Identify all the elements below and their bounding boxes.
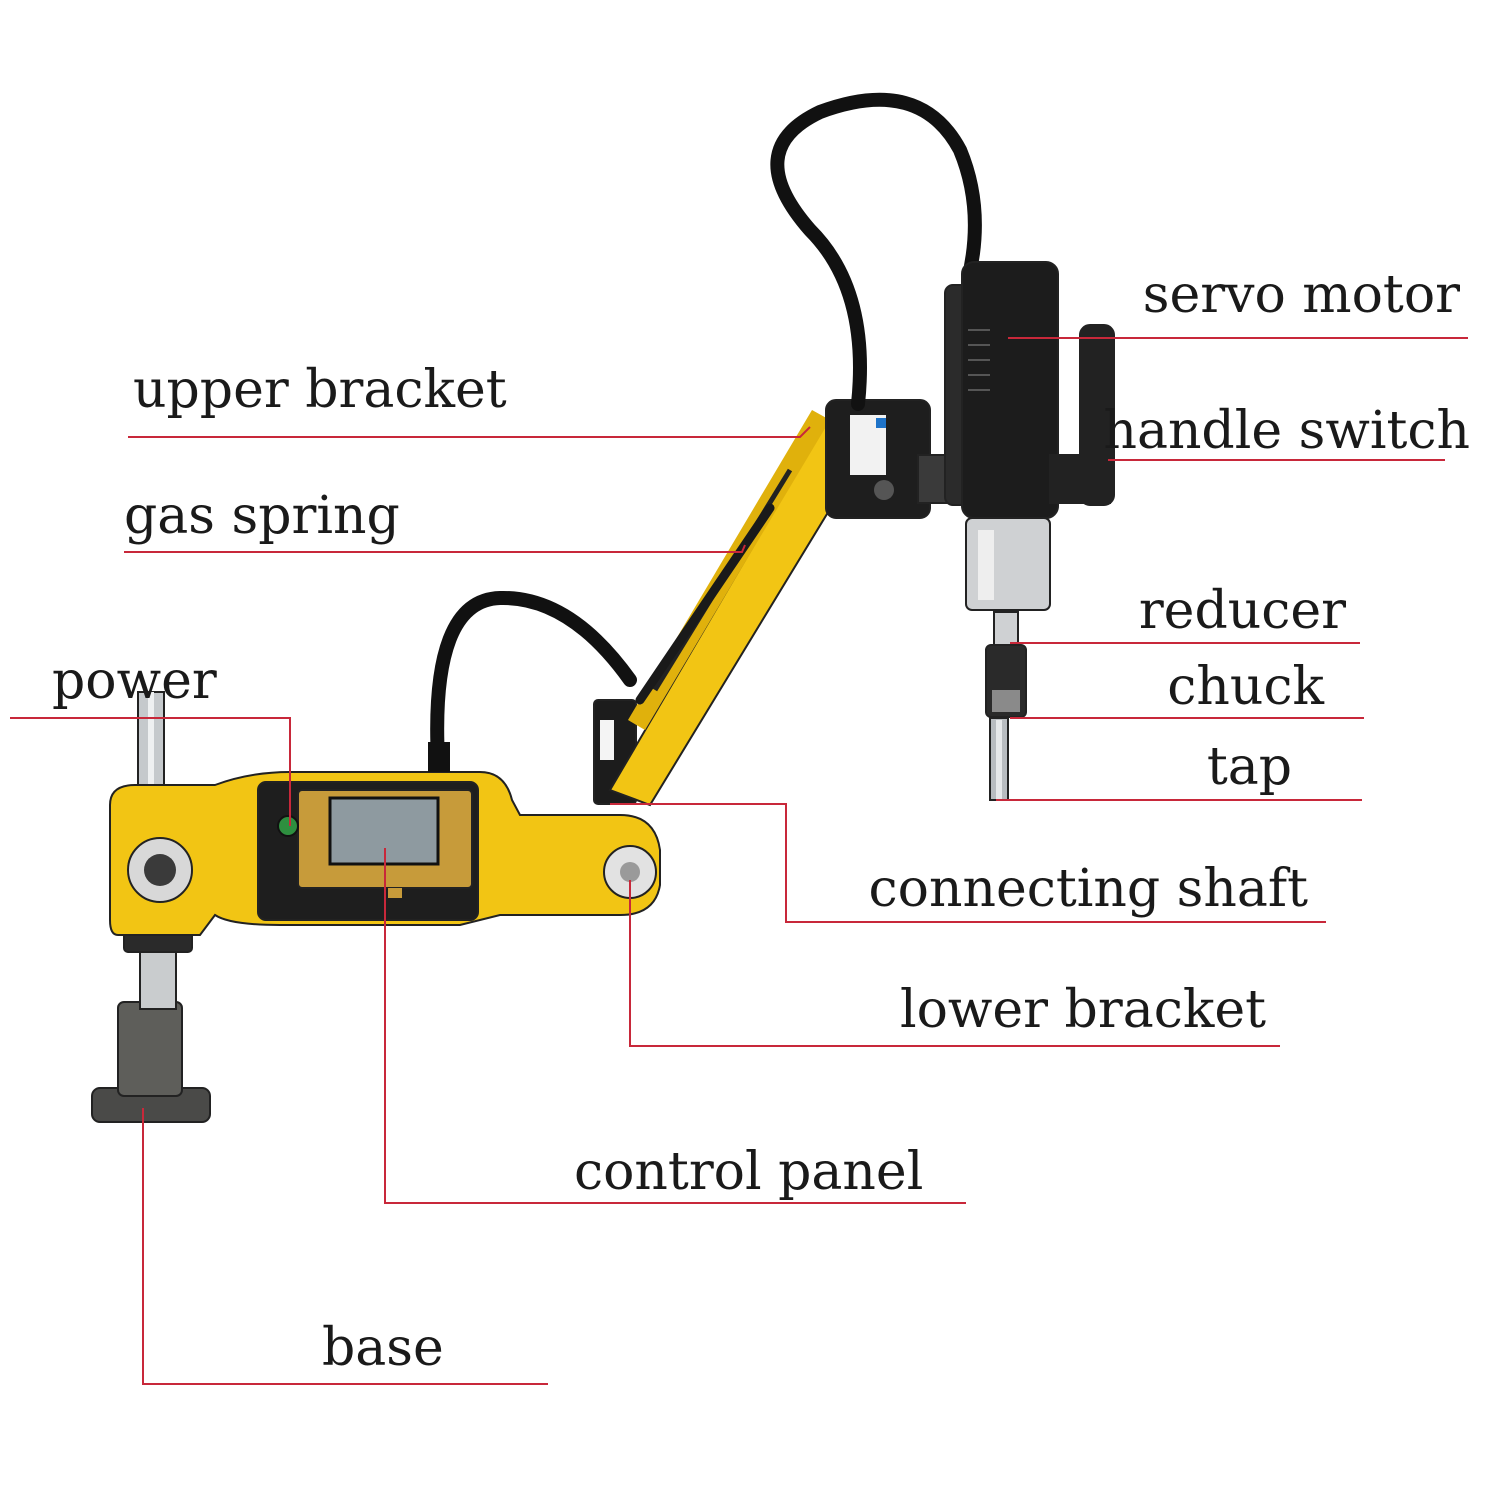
label-lower-bracket: lower bracket: [900, 980, 1266, 1040]
upper-cable: [770, 92, 982, 411]
base-foot: [91, 929, 211, 1123]
leader-base: [142, 1108, 548, 1385]
label-chuck: chuck: [1167, 657, 1324, 717]
label-control-panel: control panel: [574, 1142, 923, 1202]
leader-gas-spring: [124, 544, 746, 553]
label-upper-bracket: upper bracket: [133, 360, 507, 420]
label-handle-switch: handle switch: [1103, 401, 1470, 461]
label-tap: tap: [1207, 737, 1292, 797]
machine-illustration: [91, 92, 1115, 1123]
leader-control-panel: [384, 848, 966, 1204]
leader-upper-bracket: [128, 426, 811, 438]
labels: servo motor upper bracket handle switch …: [52, 265, 1470, 1378]
label-base: base: [322, 1318, 444, 1378]
leader-lines: [10, 337, 1468, 1385]
label-gas-spring: gas spring: [124, 486, 400, 546]
label-power: power: [52, 651, 217, 711]
leader-power: [10, 717, 291, 826]
label-reducer: reducer: [1139, 581, 1346, 641]
servo-motor-body: [944, 261, 1059, 519]
reducer-body: [965, 517, 1051, 611]
leader-lower-bracket: [629, 880, 1280, 1047]
chuck-body: [985, 611, 1027, 718]
handle-switch-grip: [1049, 324, 1115, 506]
lower-cable: [430, 590, 637, 767]
leader-connecting-shaft: [610, 803, 1326, 923]
gas-spring-rod: [635, 503, 775, 705]
upper-bracket-head: [825, 399, 961, 519]
label-connecting-shaft: connecting shaft: [869, 859, 1309, 919]
tap-body: [989, 717, 1009, 801]
label-servo-motor: servo motor: [1143, 265, 1460, 325]
